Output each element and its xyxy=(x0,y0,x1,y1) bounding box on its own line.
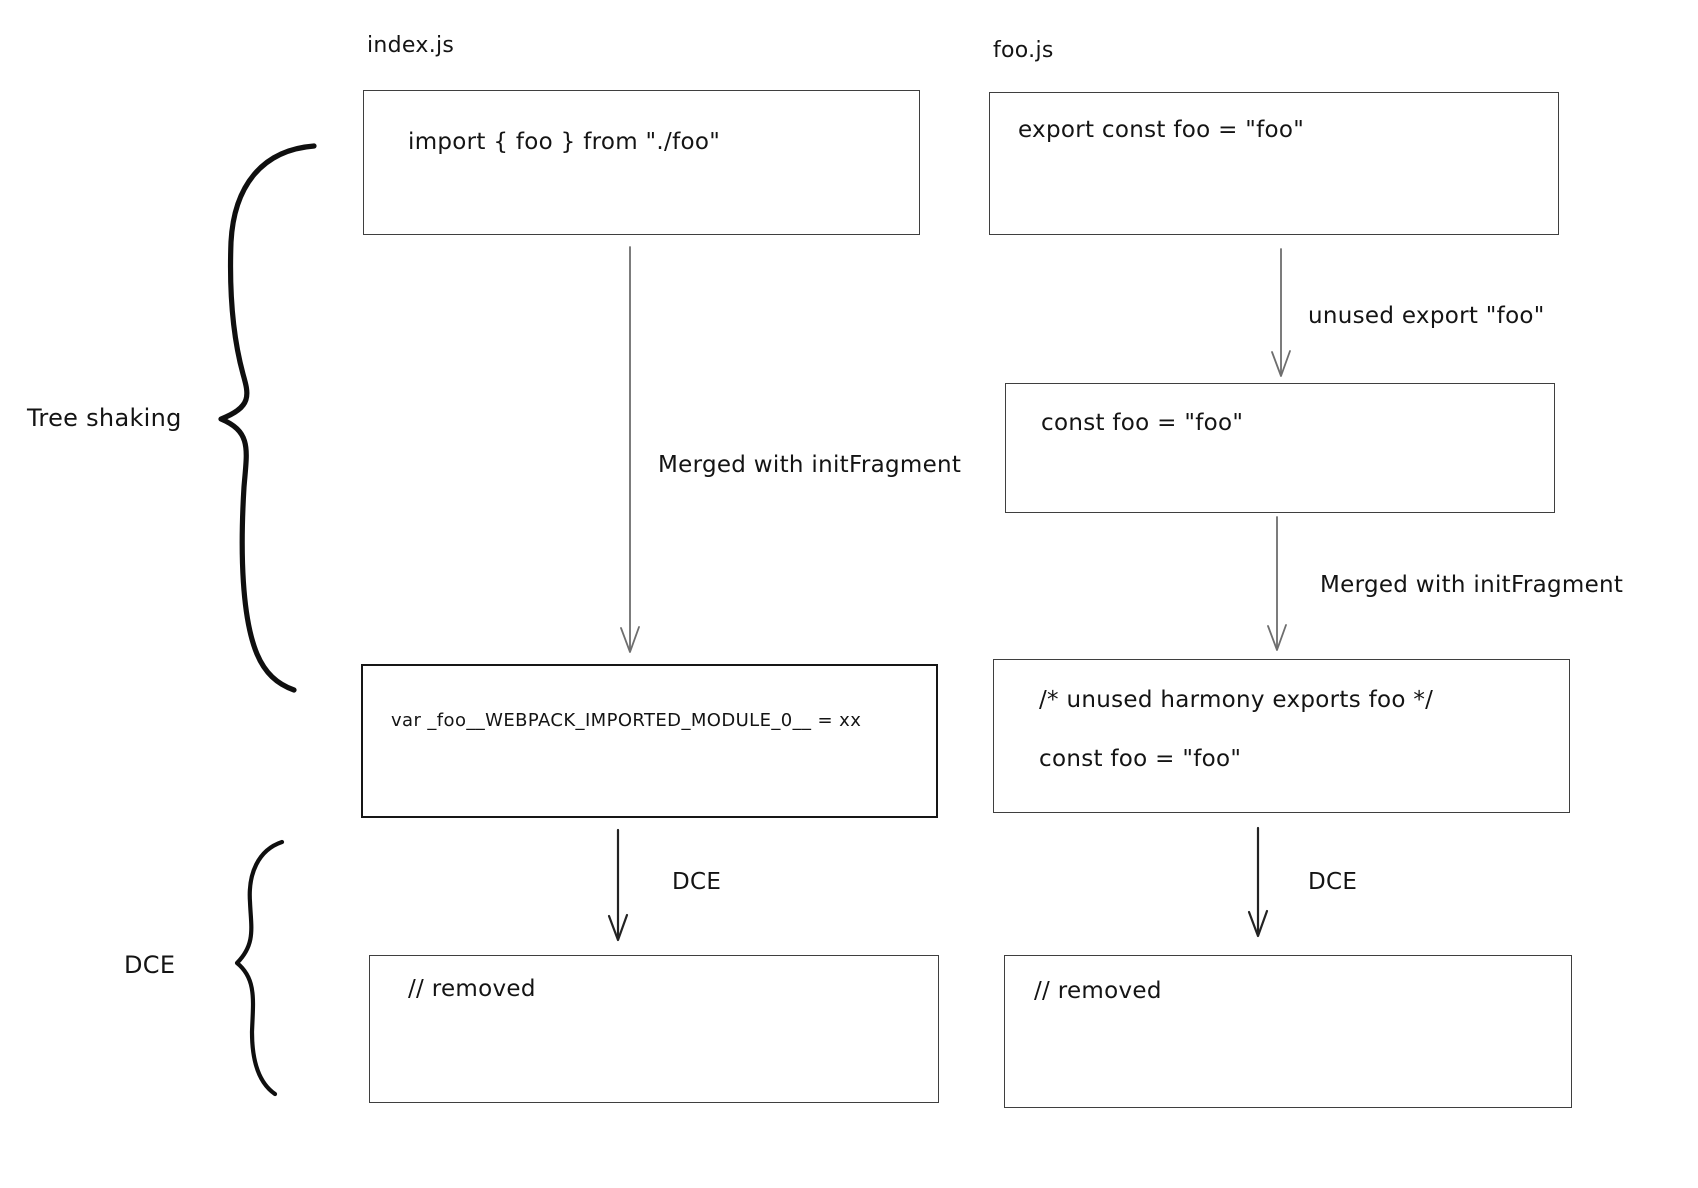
code-export-statement: export const foo = "foo" xyxy=(1018,117,1305,143)
code-import-statement: import { foo } from "./foo" xyxy=(408,129,721,155)
box-const-foo: const foo = "foo" xyxy=(1005,383,1555,513)
code-const-statement: const foo = "foo" xyxy=(1039,746,1242,772)
box-export-source: export const foo = "foo" xyxy=(989,92,1559,235)
arrow-label-unused-export: unused export "foo" xyxy=(1308,303,1545,329)
down-arrow xyxy=(1247,826,1269,938)
box-removed-left: // removed xyxy=(369,955,939,1103)
annotation-tree-shaking: Tree shaking xyxy=(27,404,182,432)
file-label-foo-js: foo.js xyxy=(993,38,1054,63)
down-arrow xyxy=(620,246,640,653)
arrow-label-dce-left: DCE xyxy=(672,869,722,895)
down-arrow xyxy=(1267,516,1287,651)
box-harmony-merged: /* unused harmony exports foo */ const f… xyxy=(993,659,1570,813)
box-removed-right: // removed xyxy=(1004,955,1572,1108)
down-arrow xyxy=(607,828,629,942)
file-label-index-js: index.js xyxy=(367,33,455,58)
code-const-statement: const foo = "foo" xyxy=(1041,410,1244,436)
code-removed-comment: // removed xyxy=(408,976,536,1002)
code-harmony-comment: /* unused harmony exports foo */ xyxy=(1039,687,1434,713)
arrow-label-dce-right: DCE xyxy=(1308,869,1358,895)
curly-brace-dce xyxy=(234,839,285,1097)
down-arrow xyxy=(1271,248,1291,377)
arrow-label-merged-right: Merged with initFragment xyxy=(1320,572,1624,598)
curly-brace-tree-shaking xyxy=(218,143,317,693)
annotation-dce: DCE xyxy=(124,951,176,979)
code-webpack-var: var _foo__WEBPACK_IMPORTED_MODULE_0__ = … xyxy=(391,710,862,731)
box-import-source: import { foo } from "./foo" xyxy=(363,90,920,235)
arrow-label-merged-left: Merged with initFragment xyxy=(658,452,962,478)
box-webpack-merged: var _foo__WEBPACK_IMPORTED_MODULE_0__ = … xyxy=(361,664,938,818)
code-removed-comment: // removed xyxy=(1034,978,1162,1004)
